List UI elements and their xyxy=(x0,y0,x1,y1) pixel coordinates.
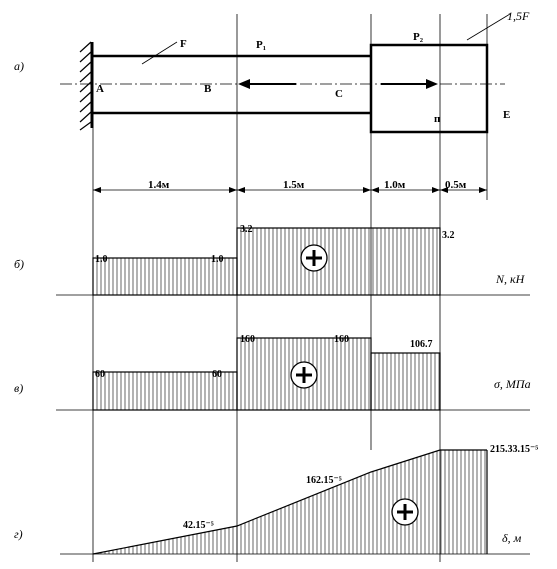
n-unit-label: N, кН xyxy=(495,272,526,286)
n-value-2: 1.0 xyxy=(211,254,224,265)
load-p1-arrow xyxy=(238,79,296,89)
panel-label-a: а) xyxy=(14,59,24,73)
n-value-3: 3.2 xyxy=(240,224,253,235)
sigma-value-5: 106.7 xyxy=(410,339,433,350)
sigma-segment-3 xyxy=(370,352,441,411)
point-c-label: C xyxy=(335,88,343,100)
section-label: п xyxy=(434,113,441,125)
point-e-label: E xyxy=(503,109,510,121)
dimension-arrow xyxy=(440,187,448,193)
dimension-arrow xyxy=(229,187,237,193)
dimension-arrow xyxy=(479,187,487,193)
delta-value-1: 42.15⁻⁵ xyxy=(183,520,214,531)
stress-diagram: в) 60 60 160 160 106.7 σ, МПа xyxy=(14,334,531,411)
delta-value-2: 162.15⁻⁵ xyxy=(306,475,342,486)
n-value-1: 1.0 xyxy=(95,254,108,265)
load-p2-arrow xyxy=(381,79,438,89)
area-right-label: 1,5F xyxy=(507,9,530,23)
rod-wide xyxy=(369,43,489,134)
load-p2-label: P₂ xyxy=(413,31,424,43)
dimension-line: 1.4м 1.5м 1.0м 0.5м xyxy=(93,179,487,193)
sigma-value-2: 60 xyxy=(212,369,222,380)
delta-curve xyxy=(92,449,487,555)
n-segment-2 xyxy=(236,227,441,296)
dim-1: 1.4м xyxy=(148,179,170,191)
dimension-arrow xyxy=(237,187,245,193)
fixed-support xyxy=(79,41,94,131)
panel-label-b: б) xyxy=(14,257,24,271)
rod-narrow xyxy=(93,54,371,115)
dimension-arrow xyxy=(432,187,440,193)
dimension-arrow xyxy=(93,187,101,193)
sigma-value-3: 160 xyxy=(240,334,255,345)
plus-sign xyxy=(290,361,318,389)
dim-4: 0.5м xyxy=(445,179,467,191)
point-b-label: B xyxy=(204,83,212,95)
n-value-4: 3.2 xyxy=(442,230,455,241)
panel-label-c: в) xyxy=(14,381,23,395)
beam-scheme: а) F 1,5F xyxy=(14,9,530,134)
dimension-arrow xyxy=(363,187,371,193)
delta-unit-label: δ, м xyxy=(502,531,522,545)
projection-lines xyxy=(92,14,488,562)
point-a-label: A xyxy=(96,83,104,95)
plus-sign xyxy=(300,244,328,272)
dim-3: 1.0м xyxy=(384,179,406,191)
sigma-unit-label: σ, МПа xyxy=(494,377,531,391)
displacement-diagram: г) 42.15⁻⁵ 162.15⁻⁵ 215.33.15⁻⁵ δ, м xyxy=(14,444,538,555)
dimension-arrow xyxy=(371,187,379,193)
panel-label-d: г) xyxy=(14,527,23,541)
plus-sign xyxy=(391,498,419,526)
normal-force-diagram: б) 1.0 1.0 3.2 3.2 N, кН xyxy=(14,224,530,296)
dim-2: 1.5м xyxy=(283,179,305,191)
delta-value-3: 215.33.15⁻⁵ xyxy=(490,444,538,455)
sigma-value-1: 60 xyxy=(95,369,105,380)
load-p1-label: P₁ xyxy=(256,39,266,51)
area-left-label: F xyxy=(180,38,187,50)
sigma-value-4: 160 xyxy=(334,334,349,345)
